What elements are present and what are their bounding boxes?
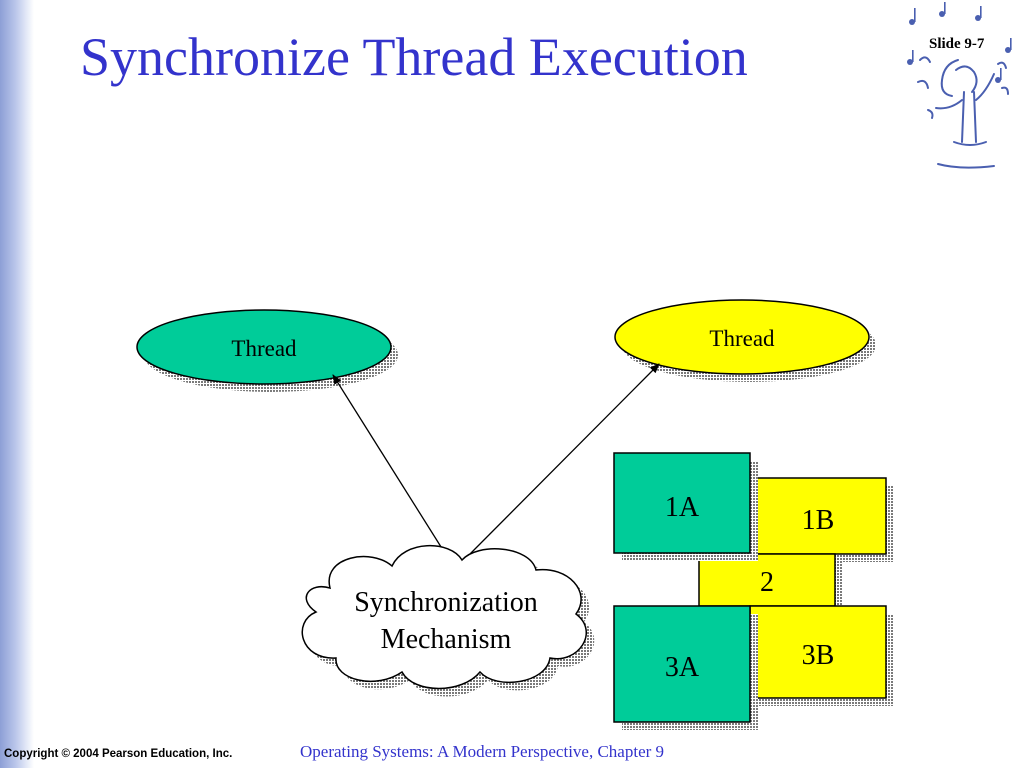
thread-left-node: Thread <box>136 309 398 392</box>
block-2-label: 2 <box>760 567 774 598</box>
block-3a <box>613 605 751 723</box>
sync-mechanism-line2: Mechanism <box>381 624 512 655</box>
block-1b-label: 1B <box>802 505 835 536</box>
execution-blocks: 1B 2 1A 3B 3A <box>613 452 894 730</box>
block-3b-label: 3B <box>802 640 835 671</box>
block-3b <box>749 605 887 699</box>
thread-left-label: Thread <box>231 336 297 361</box>
arrow-to-right-thread <box>467 363 660 557</box>
course-footer: Operating Systems: A Modern Perspective,… <box>300 742 665 761</box>
block-1b <box>749 477 887 555</box>
thread-right-label: Thread <box>709 326 775 351</box>
left-gradient-bar <box>0 0 34 768</box>
sync-mechanism-line1: Synchronization <box>354 587 538 618</box>
block-3a-label: 3A <box>665 652 700 683</box>
copyright-notice: Copyright © 2004 Pearson Education, Inc. <box>4 748 233 760</box>
composer-logo-icon <box>907 2 1012 169</box>
arrow-to-left-thread <box>332 374 449 559</box>
block-1a <box>613 452 751 554</box>
thread-right-node: Thread <box>614 299 876 382</box>
slide-number: Slide 9-7 <box>929 36 985 52</box>
block-2 <box>698 553 836 607</box>
block-1a-label: 1A <box>665 492 700 523</box>
sync-mechanism-cloud: Synchronization Mechanism <box>301 545 595 697</box>
slide-title: Synchronize Thread Execution <box>80 27 748 87</box>
